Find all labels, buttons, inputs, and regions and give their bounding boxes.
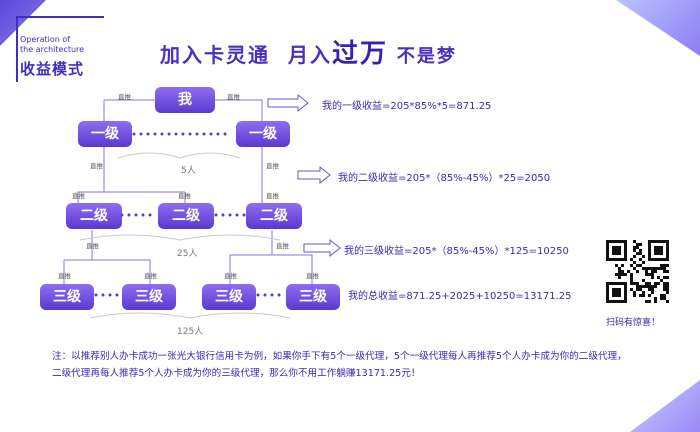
- tree-node-level2-2: 二级: [158, 203, 214, 229]
- brand-chinese: 收益模式: [20, 60, 85, 78]
- footnote: 注：以推荐别人办卡成功一张光大银行信用卡为例，如果你手下有5个一级代理，5个一级…: [52, 348, 672, 382]
- tree-node-level2-3: 二级: [246, 203, 302, 229]
- brand-english-line1: Operation of: [20, 35, 71, 44]
- formula-total: 我的总收益=871.25+2025+10250=13171.25: [348, 291, 572, 302]
- tree-node-level3-4: 三级: [286, 284, 340, 310]
- count-level1: 5人: [181, 166, 196, 176]
- edge-label-l2-b: 直推: [178, 192, 191, 200]
- formula-level2: 我的二级收益=205*（85%-45%）*25=2050: [338, 173, 551, 184]
- edge-label-l1-right-a: 直推: [266, 162, 279, 170]
- title-part4: 不是梦: [396, 46, 457, 67]
- formula-level1: 我的一级收益=205*85%*5=871.25: [322, 101, 492, 112]
- brand-english-line2: the architecture: [20, 45, 85, 54]
- edge-label-root-left: 直推: [118, 93, 131, 101]
- footnote-line2: 二级代理再每人推荐5个人办卡成为你的三级代理，那么你不用工作躺赚13171.25…: [52, 368, 421, 379]
- title-part3: 过万: [331, 39, 388, 69]
- tree-node-root: 我: [155, 87, 215, 113]
- tree-node-level1-left: 一级: [78, 121, 132, 147]
- brand-frame: [16, 16, 104, 82]
- edge-label-l2-a: 直推: [72, 192, 85, 200]
- edge-label-l1-left: 直推: [90, 162, 103, 170]
- edge-label-l3-e: 直推: [224, 272, 237, 280]
- formula-level3: 我的三级收益=205*（85%-45%）*125=10250: [344, 246, 569, 257]
- edge-label-l2-c: 直推: [266, 192, 279, 200]
- count-level3: 125人: [177, 327, 204, 337]
- tree-node-level3-1: 三级: [40, 284, 94, 310]
- brand-english: Operation of the architecture: [20, 35, 110, 55]
- count-level2: 25人: [177, 249, 198, 259]
- footnote-line1: 注：以推荐别人办卡成功一张光大银行信用卡为例，如果你手下有5个一级代理，5个一级…: [52, 351, 627, 362]
- tree-node-level3-2: 三级: [122, 284, 176, 310]
- tree-node-level3-3: 三级: [202, 284, 256, 310]
- edge-label-l3-f: 直推: [306, 272, 319, 280]
- qr-code-icon[interactable]: [606, 240, 669, 303]
- edge-label-l3-a: 直推: [86, 242, 99, 250]
- edge-label-root-right: 直推: [227, 93, 240, 101]
- edge-label-l3-d: 直推: [144, 272, 157, 280]
- edge-label-l3-c: 直推: [58, 272, 71, 280]
- edge-label-l3-b: 直推: [276, 242, 289, 250]
- qr-caption: 扫码有惊喜！: [606, 318, 661, 328]
- page-title: 加入卡灵通 月入过万 不是梦: [160, 33, 457, 70]
- tree-node-level2-1: 二级: [66, 203, 122, 229]
- tree-node-level1-right: 一级: [236, 121, 290, 147]
- title-part1: 加入卡灵通: [160, 43, 270, 67]
- title-part2: 月入: [287, 43, 332, 67]
